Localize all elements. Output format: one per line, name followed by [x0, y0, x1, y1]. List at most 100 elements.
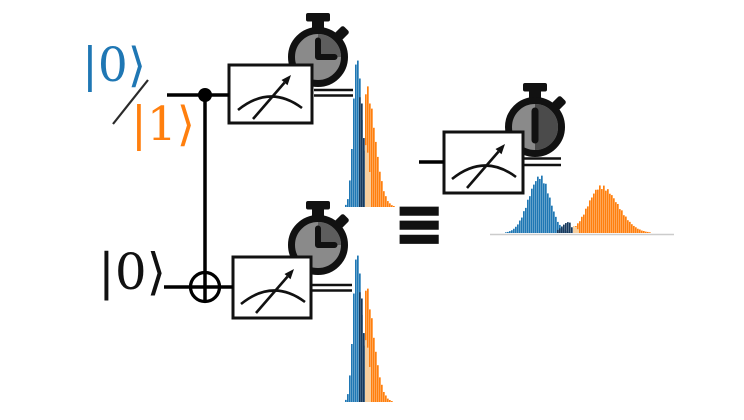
distribution-bar — [367, 152, 369, 207]
distribution-bar — [345, 204, 347, 207]
distribution-bar — [387, 201, 389, 207]
distribution-bar — [529, 196, 531, 233]
distribution-bar — [579, 221, 581, 233]
distribution-bar — [569, 222, 571, 233]
distribution-bar — [351, 343, 353, 402]
distribution-bar — [363, 138, 365, 207]
distribution-bar — [635, 227, 637, 233]
distribution-bar — [545, 183, 547, 233]
distribution-bar — [565, 223, 567, 233]
distribution-bar — [649, 232, 651, 233]
ket-label-zero-top: |0⟩ — [82, 38, 147, 93]
classical-double-wire — [311, 283, 352, 292]
distribution-bar — [551, 205, 553, 233]
distribution-bar — [621, 210, 623, 233]
distribution-bar — [549, 197, 551, 233]
distribution-bar — [645, 231, 647, 233]
distribution-bar — [623, 215, 625, 233]
distribution-bar — [369, 367, 371, 402]
distribution-bar — [509, 231, 511, 233]
gaussian-distributions-right — [505, 175, 651, 233]
distribution-bar — [559, 228, 561, 233]
distribution-bar — [373, 337, 375, 402]
distribution-bar — [539, 178, 541, 233]
distribution-bar — [601, 189, 603, 233]
distribution-bar — [531, 188, 533, 233]
distribution-bar — [367, 288, 369, 402]
distribution-bar — [515, 226, 517, 233]
cnot-target-icon — [188, 270, 222, 304]
distribution-bar — [383, 191, 385, 207]
histogram-top-qubit — [345, 60, 395, 208]
distribution-bar — [557, 229, 559, 233]
distribution-bar — [637, 228, 639, 233]
ket-label-zero-bottom: |0⟩ — [98, 243, 167, 301]
distribution-bar — [647, 231, 649, 233]
distribution-bar — [547, 193, 549, 233]
distribution-bar — [575, 226, 577, 233]
distribution-bar — [567, 222, 569, 233]
measurement-box-bottom — [231, 255, 313, 320]
distribution-bar — [587, 206, 589, 233]
distribution-bar — [517, 224, 519, 233]
measurement-box-right — [442, 130, 525, 195]
distribution-bar — [597, 189, 599, 233]
distribution-bar — [391, 401, 393, 402]
distribution-bar — [591, 197, 593, 233]
distribution-bar — [507, 231, 509, 233]
distribution-bar — [613, 198, 615, 233]
distribution-bar — [375, 351, 377, 402]
distribution-bar — [629, 221, 631, 233]
distribution-bar — [347, 394, 349, 402]
distribution-bar — [349, 375, 351, 402]
distribution-bar — [385, 196, 387, 207]
distribution-bar — [389, 203, 391, 207]
distribution-bar — [553, 211, 555, 233]
distribution-bar — [359, 97, 361, 207]
distribution-bar — [577, 229, 579, 233]
distribution-bar — [365, 145, 367, 207]
distribution-bar — [525, 207, 527, 233]
distribution-bar — [631, 224, 633, 233]
distribution-bar — [599, 185, 601, 233]
distribution-bar — [627, 220, 629, 233]
distribution-bar — [379, 377, 381, 402]
superposition-slash — [112, 79, 149, 125]
distribution-bar — [541, 175, 543, 233]
distribution-bar — [361, 298, 363, 402]
distribution-bar — [533, 184, 535, 233]
distribution-bar — [369, 309, 371, 402]
distribution-bar — [381, 384, 383, 402]
distribution-bar — [383, 391, 385, 402]
histogram-bottom-qubit — [345, 255, 393, 402]
measurement-box-top — [227, 63, 314, 125]
distribution-bar — [345, 399, 347, 402]
distribution-bar — [391, 205, 393, 207]
distribution-bar — [583, 214, 585, 233]
distribution-bar — [625, 216, 627, 233]
distribution-bar — [543, 183, 545, 233]
distribution-bar — [535, 181, 537, 233]
distribution-bar — [375, 141, 377, 207]
distribution-bar — [359, 292, 361, 402]
distribution-bar — [519, 220, 521, 233]
distribution-bar — [589, 200, 591, 233]
distribution-bar — [349, 180, 351, 207]
distribution-bar — [643, 230, 645, 233]
distribution-bar — [351, 148, 353, 207]
distribution-bar — [639, 229, 641, 233]
distribution-bar — [353, 98, 355, 207]
distribution-bar — [357, 255, 359, 402]
distribution-bar — [521, 217, 523, 233]
distribution-bar — [511, 230, 513, 233]
distribution-bar — [379, 171, 381, 207]
equivalence-sign: ≡ — [393, 185, 445, 262]
distribution-bar — [369, 103, 371, 207]
distribution-bar — [369, 172, 371, 207]
distribution-bar — [377, 156, 379, 207]
distribution-bar — [605, 190, 607, 233]
distribution-bar — [563, 224, 565, 233]
distribution-bar — [357, 60, 359, 208]
distribution-bar — [577, 223, 579, 233]
